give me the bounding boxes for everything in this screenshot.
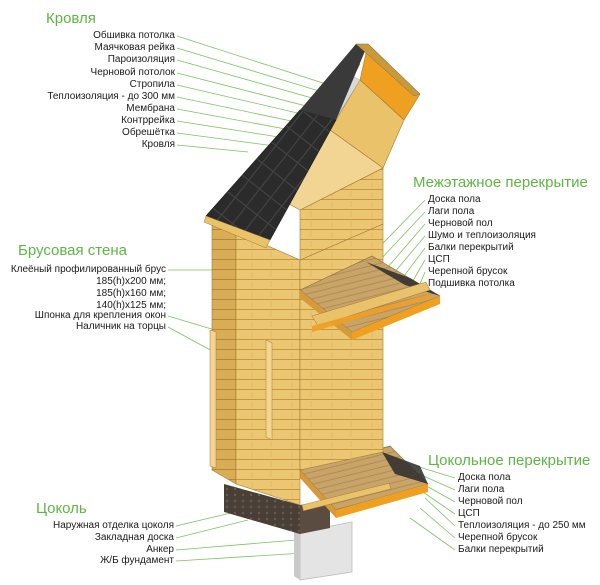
label-mid-csp: ЦСП [428, 254, 450, 265]
label-end-trim: Наличник на торцы [75, 321, 166, 332]
roof-header: Кровля [46, 10, 96, 27]
label-mid-subfloor: Черновой пол [428, 218, 493, 229]
label-plinth-finish: Наружная отделка цоколя [53, 520, 174, 531]
label-base-insulation: Теплоизоляция - до 250 мм [458, 520, 586, 531]
mid-floor-header: Межэтажное перекрытие [413, 174, 588, 191]
label-base-subfloor: Черновой пол [458, 496, 523, 507]
label-roofing: Кровля [141, 139, 175, 150]
label-rafters: Стропила [129, 79, 175, 90]
label-base-skull-bar: Черепной брусок [458, 532, 538, 543]
label-glued-timber: Клеёный профилированный брус [10, 264, 166, 275]
roof-ridge [355, 43, 421, 97]
label-mid-insulation: Шумо и теплоизоляция [428, 230, 536, 241]
label-base-csp: ЦСП [458, 508, 480, 519]
mid-floor-cutaway [299, 255, 441, 340]
label-membrane: Мембрана [126, 103, 175, 114]
wall-header: Брусовая стена [18, 242, 127, 259]
concrete-foundation [294, 521, 353, 581]
label-rough-ceiling: Черновой потолок [90, 67, 175, 78]
label-base-joists: Лаги пола [458, 484, 505, 495]
label-base-beams: Балки перекрытий [458, 544, 544, 555]
label-size-140x125: 140(h)x125 мм; [96, 300, 166, 311]
label-counter-batten: Контррейка [121, 115, 175, 126]
label-beacon-rail: Маячковая рейка [94, 42, 176, 53]
label-window-key: Шпонка для крепления окон [34, 310, 166, 321]
label-anchor: Анкер [146, 544, 174, 555]
label-mid-floorboard: Доска пола [428, 194, 481, 205]
label-vapor-barrier: Пароизоляция [107, 54, 175, 65]
label-ceiling-lining: Обшивка потолка [93, 30, 175, 41]
label-mid-skull-bar: Черепной брусок [428, 266, 508, 277]
label-concrete-base: Ж/Б фундамент [100, 555, 174, 566]
label-mid-ceiling-lining: Подшивка потолка [428, 278, 515, 289]
label-embedded-board: Закладная доска [94, 532, 174, 543]
label-size-185x200: 185(h)x200 мм; [96, 276, 166, 287]
label-base-floorboard: Доска пола [458, 472, 511, 483]
plinth-header: Цоколь [36, 500, 87, 517]
label-lathing: Обрешётка [122, 127, 175, 138]
base-floor-header: Цокольное перекрытие [428, 452, 591, 469]
label-mid-beams: Балки перекрытий [428, 242, 514, 253]
label-roof-insulation: Теплоизоляция - до 300 мм [47, 91, 175, 102]
label-size-185x160: 185(h)x160 мм; [96, 288, 166, 299]
label-mid-joists: Лаги пола [428, 206, 475, 217]
